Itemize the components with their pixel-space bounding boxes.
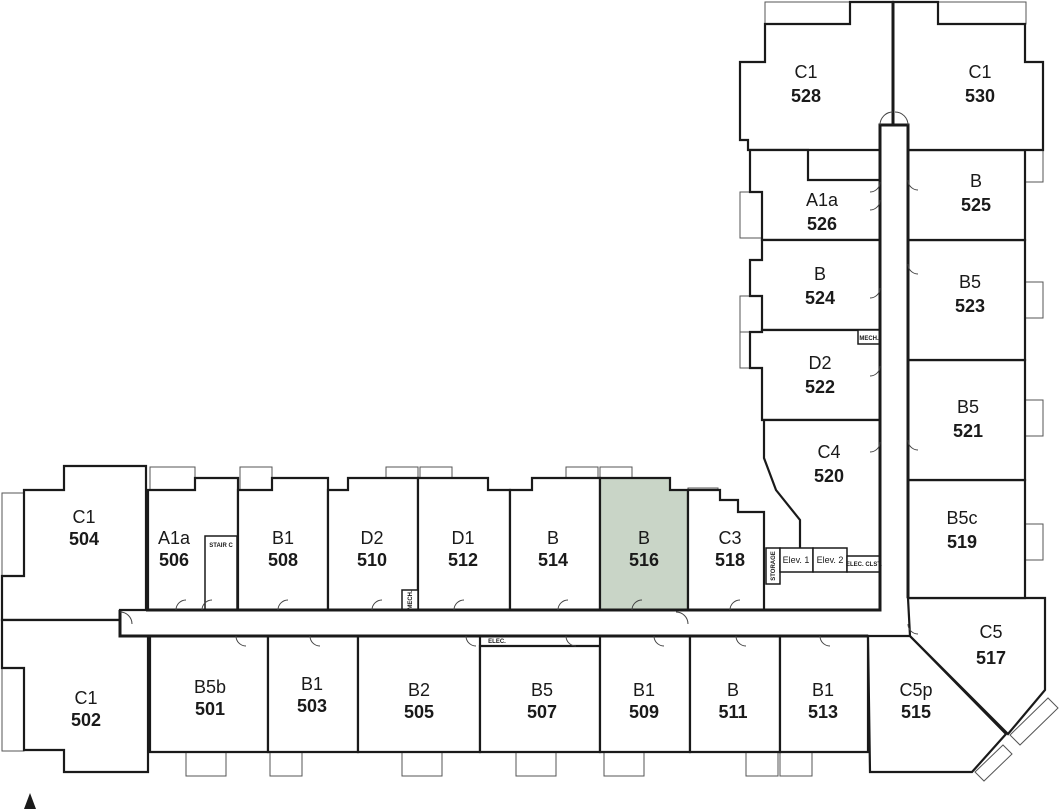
unit-type-510: D2 (360, 528, 383, 548)
unit-515[interactable] (866, 634, 1008, 774)
unit-number-530: 530 (965, 86, 995, 106)
unit-number-509: 509 (629, 702, 659, 722)
unit-type-516: B (638, 528, 650, 548)
unit-number-519: 519 (947, 532, 977, 552)
unit-type-513: B1 (812, 680, 834, 700)
unit-number-521: 521 (953, 421, 983, 441)
unit-number-508: 508 (268, 550, 298, 570)
unit-number-528: 528 (791, 86, 821, 106)
unit-type-525: B (970, 171, 982, 191)
unit-type-502: C1 (74, 688, 97, 708)
unit-number-512: 512 (448, 550, 478, 570)
unit-type-509: B1 (633, 680, 655, 700)
unit-number-518: 518 (715, 550, 745, 570)
unit-number-520: 520 (814, 466, 844, 486)
unit-number-511: 511 (718, 702, 747, 722)
label-storage: STORAGE (771, 551, 777, 581)
corridors (120, 125, 910, 636)
unit-type-522: D2 (808, 353, 831, 373)
unit-number-504: 504 (69, 529, 99, 549)
unit-number-522: 522 (805, 377, 835, 397)
unit-number-506: 506 (159, 550, 189, 570)
unit-type-523: B5 (959, 272, 981, 292)
unit-type-503: B1 (301, 674, 323, 694)
unit-type-526: A1a (806, 190, 839, 210)
unit-type-508: B1 (272, 528, 294, 548)
unit-number-513: 513 (808, 702, 838, 722)
unit-type-530: C1 (968, 62, 991, 82)
label-elev-1: Elev. 1 (783, 555, 810, 565)
unit-number-501: 501 (195, 699, 225, 719)
north-arrow-icon (24, 793, 36, 809)
unit-type-517: C5 (979, 622, 1002, 642)
unit-521[interactable] (906, 358, 1027, 482)
unit-number-526: 526 (807, 214, 837, 234)
unit-type-512: D1 (451, 528, 474, 548)
unit-number-517: 517 (976, 648, 1006, 668)
unit-type-521: B5 (957, 397, 979, 417)
unit-type-524: B (814, 264, 826, 284)
unit-type-515: C5p (899, 680, 932, 700)
unit-type-519: B5c (946, 508, 977, 528)
unit-number-515: 515 (901, 702, 931, 722)
unit-type-520: C4 (817, 442, 840, 462)
unit-type-528: C1 (794, 62, 817, 82)
unit-type-514: B (547, 528, 559, 548)
unit-number-505: 505 (404, 702, 434, 722)
label-stair-c: STAIR C (209, 543, 233, 549)
unit-number-510: 510 (357, 550, 387, 570)
unit-524[interactable] (748, 238, 882, 332)
unit-type-511: B (727, 680, 739, 700)
unit-number-507: 507 (527, 702, 557, 722)
unit-labels: C1 504 A1a 506 B1 508 D2 510 D1 512 B 51… (69, 62, 1006, 730)
label-elec-1: ELEC. (488, 639, 506, 645)
label-mech-1: MECH. (408, 590, 414, 610)
unit-type-507: B5 (531, 680, 553, 700)
unit-number-503: 503 (297, 696, 327, 716)
unit-type-501: B5b (194, 677, 226, 697)
unit-number-502: 502 (71, 710, 101, 730)
unit-503[interactable] (266, 634, 360, 754)
unit-type-505: B2 (408, 680, 430, 700)
label-mech-2: MECH. (859, 336, 879, 342)
unit-number-523: 523 (955, 296, 985, 316)
unit-number-514: 514 (538, 550, 568, 570)
doors (119, 111, 919, 647)
unit-type-518: C3 (718, 528, 741, 548)
unit-number-524: 524 (805, 288, 835, 308)
label-elec-clst: ELEC. CLST. (846, 562, 882, 568)
unit-number-525: 525 (961, 195, 991, 215)
unit-number-516: 516 (629, 550, 659, 570)
service-labels: STAIR C MECH. MECH. ELEC. STORAGE Elev. … (209, 336, 882, 645)
service-rooms (204, 329, 881, 611)
unit-type-506: A1a (158, 528, 191, 548)
unit-type-504: C1 (72, 507, 95, 527)
label-elev-2: Elev. 2 (817, 555, 844, 565)
units (0, 0, 1047, 774)
